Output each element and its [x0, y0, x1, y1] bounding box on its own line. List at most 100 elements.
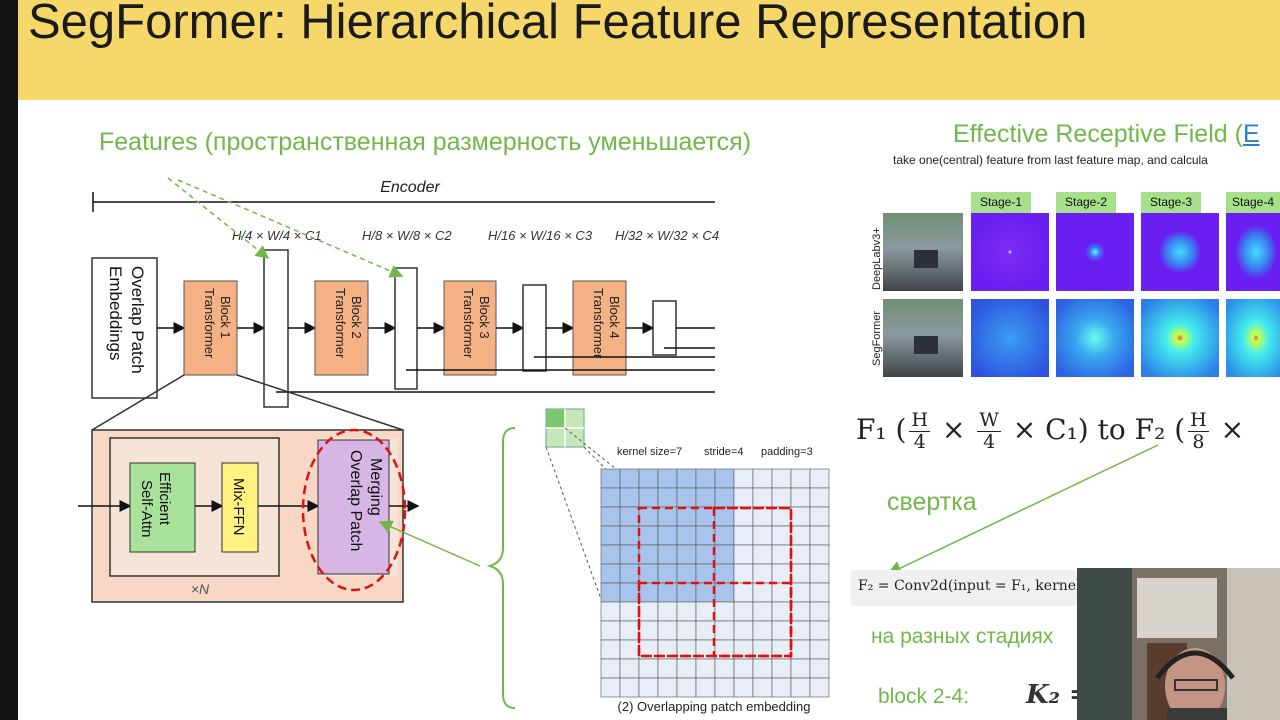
- block4-line2: Block 4: [607, 296, 622, 339]
- grid-cell: [619, 525, 640, 546]
- grid-cell: [695, 601, 716, 622]
- webcam-overlay: [1077, 568, 1280, 720]
- grid-cell: [638, 658, 659, 679]
- grid-cell: [752, 582, 773, 603]
- block1-line2: Block 1: [218, 296, 233, 339]
- slide-title: SegFormer: Hierarchical Feature Represen…: [28, 0, 1088, 49]
- grid-cell: [771, 677, 792, 698]
- grid-cell: [695, 525, 716, 546]
- grid-cell: [619, 601, 640, 622]
- grid-cell: [676, 563, 697, 584]
- formula-f1: F₁ (: [856, 413, 907, 446]
- grid-cell: [733, 563, 754, 584]
- esa-line2: Self-Attn: [138, 480, 155, 538]
- grid-cell: [809, 525, 830, 546]
- block4-line1: Transformer: [591, 288, 606, 359]
- grid-cell: [733, 487, 754, 508]
- grid-cell: [657, 544, 678, 565]
- grid-cell: [695, 677, 716, 698]
- grid-cell: [600, 525, 621, 546]
- grid-cell: [752, 620, 773, 641]
- grid-cell: [771, 506, 792, 527]
- stage-2-label: Stage-2: [1056, 192, 1116, 213]
- window-edge: [0, 0, 18, 720]
- grid-cell: [695, 658, 716, 679]
- grid-cell: [638, 544, 659, 565]
- grid-cell: [676, 658, 697, 679]
- grid-cell: [619, 506, 640, 527]
- erf-title-link[interactable]: E: [1242, 120, 1260, 148]
- grid-cell: [733, 506, 754, 527]
- grid-cell: [714, 620, 735, 641]
- grid-cell: [657, 677, 678, 698]
- times-n-label: ×N: [191, 581, 210, 597]
- padding-label: padding=3: [761, 446, 813, 458]
- stage-1-label: Stage-1: [971, 192, 1031, 213]
- grid-cell: [695, 506, 716, 527]
- features-arrow-1: [167, 177, 270, 259]
- grid-cell: [752, 506, 773, 527]
- grid-cell: [676, 544, 697, 565]
- grid-cell: [809, 468, 830, 489]
- grid-cell: [733, 658, 754, 679]
- grid-cell: [809, 544, 830, 565]
- formula-tail: ×: [1220, 413, 1245, 446]
- transformer-block-1: [183, 280, 238, 376]
- conv-formula-box: [851, 570, 1080, 606]
- grid-cell: [676, 487, 697, 508]
- block3-line2: Block 3: [477, 296, 492, 339]
- erf-subtitle: take one(central) feature from last feat…: [893, 153, 1208, 167]
- presenter-video: [1077, 568, 1280, 720]
- kernel-size-label: kernel size=7: [617, 446, 682, 458]
- grid-cell: [638, 582, 659, 603]
- grid-cell: [790, 601, 811, 622]
- grid-cell: [695, 563, 716, 584]
- grid-cell: [733, 582, 754, 603]
- grid-cell: [733, 677, 754, 698]
- frac-h-2: H: [1188, 409, 1209, 432]
- grid-cell: [600, 677, 621, 698]
- block2-line2: Block 2: [349, 296, 364, 339]
- grid-cell: [638, 677, 659, 698]
- grid-cell: [619, 620, 640, 641]
- grid-cell: [600, 582, 621, 603]
- transformer-block-2: [314, 280, 369, 376]
- grid-cell: [676, 677, 697, 698]
- grid-cell: [619, 487, 640, 508]
- grid-cell: [676, 620, 697, 641]
- grid-cell: [733, 544, 754, 565]
- grid-cell: [790, 487, 811, 508]
- grid-cell: [714, 658, 735, 679]
- grid-cell: [752, 487, 773, 508]
- grid-cell: [695, 544, 716, 565]
- grid-cell: [638, 563, 659, 584]
- grid-cell: [809, 563, 830, 584]
- grid-cell: [752, 563, 773, 584]
- slide-header: [18, 0, 1280, 100]
- formula-times: ×: [941, 413, 966, 446]
- grid-cell: [771, 601, 792, 622]
- grid-cell: [600, 487, 621, 508]
- grid-cell: [714, 506, 735, 527]
- features-arrow-2: [177, 179, 404, 278]
- grid-cell: [619, 658, 640, 679]
- grid-cell: [600, 506, 621, 527]
- efficient-self-attn-box: [129, 462, 196, 553]
- grid-cell: [714, 677, 735, 698]
- grid-cell: [714, 563, 735, 584]
- grid-cell: [676, 582, 697, 603]
- grid-cell: [714, 601, 735, 622]
- grid-cell: [619, 563, 640, 584]
- opm-line1: Overlap Patch: [347, 450, 364, 551]
- encoder-label: Encoder: [380, 179, 440, 196]
- feature-map-2: [394, 267, 418, 390]
- grid-cell: [714, 487, 735, 508]
- grid-cell: [771, 658, 792, 679]
- grid-cell: [790, 544, 811, 565]
- frac-4-2: 4: [983, 431, 996, 453]
- erf-title: Effective Receptive Field (E: [953, 120, 1260, 149]
- grid-cell: [809, 658, 830, 679]
- block2-line1: Transformer: [333, 288, 348, 359]
- grid-cell: [695, 582, 716, 603]
